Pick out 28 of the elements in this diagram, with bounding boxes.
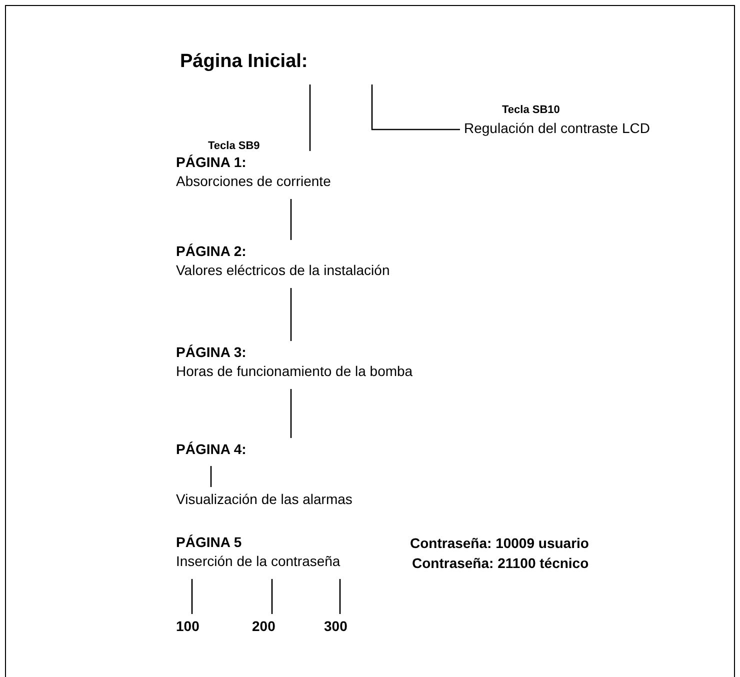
connector-line — [290, 389, 292, 438]
connector-line — [290, 288, 292, 341]
page-heading: PÁGINA 3: — [176, 343, 248, 361]
password-note: Contraseña: 21100 técnico — [412, 554, 589, 573]
connector-line — [339, 579, 341, 614]
page-heading: PÁGINA 1: — [176, 153, 248, 171]
connector-line — [191, 579, 193, 614]
connector-line — [309, 84, 311, 151]
connector-line — [290, 199, 292, 240]
page-description: Inserción de la contraseña — [176, 552, 340, 571]
value-label: 300 — [324, 617, 348, 636]
page-heading: PÁGINA 5 — [176, 533, 243, 551]
value-label: 200 — [252, 617, 276, 636]
page-description: Horas de funcionamiento de la bomba — [176, 362, 413, 381]
page-heading: PÁGINA 4: — [176, 440, 246, 458]
key-label: Tecla SB9 — [208, 139, 260, 154]
password-note: Contraseña: 10009 usuario — [410, 534, 589, 553]
key-label: Tecla SB10 — [502, 103, 560, 118]
page-description: Visualización de las alarmas — [176, 490, 352, 509]
page-description: Absorciones de corriente — [176, 172, 331, 191]
diagram-heading: Página Inicial: — [180, 50, 309, 74]
connector-line — [271, 579, 273, 614]
page-description: Regulación del contraste LCD — [464, 119, 650, 138]
connector-line — [210, 466, 212, 487]
page-heading: PÁGINA 2: — [176, 242, 248, 260]
connector-line — [371, 84, 460, 130]
value-label: 100 — [176, 617, 200, 636]
page-description: Valores eléctricos de la instalación — [176, 261, 390, 280]
